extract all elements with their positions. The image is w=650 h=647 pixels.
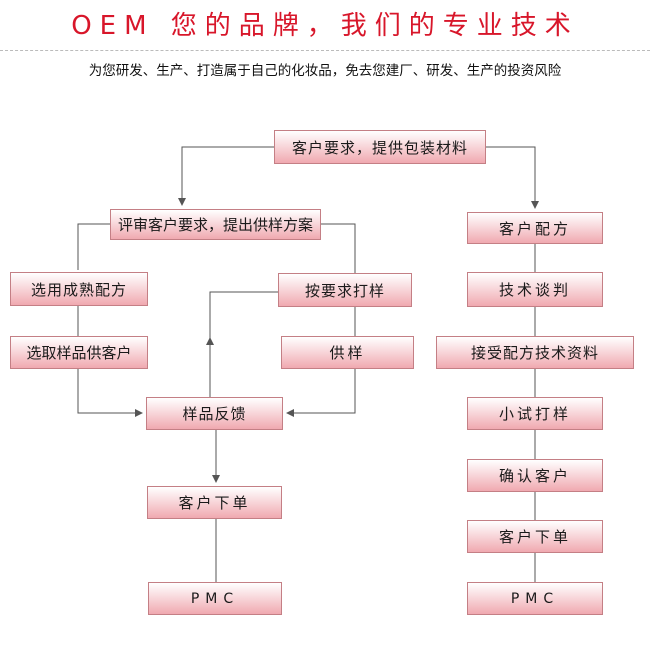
- connector-top-to-formula: [486, 146, 539, 209]
- node-sample-feedback: 样品反馈: [146, 397, 283, 430]
- connector-review-right: [321, 223, 356, 273]
- node-accept-formula-docs: 接受配方技术资料: [436, 336, 634, 369]
- title-divider: [0, 50, 650, 51]
- node-custom-sample: 按要求打样: [278, 273, 412, 307]
- node-select-sample: 选取样品供客户: [10, 336, 148, 369]
- node-mature-formula: 选用成熟配方: [10, 272, 148, 306]
- connector-top-to-review: [178, 146, 274, 206]
- node-review-requirements: 评审客户要求，提出供样方案: [110, 209, 321, 240]
- page-subtitle: 为您研发、生产、打造属于自己的化妆品，免去您建厂、研发、生产的投资风险: [88, 63, 562, 79]
- node-pmc-left: PMC: [148, 582, 282, 615]
- connector-select-to-feedback: [77, 369, 143, 417]
- node-pmc-right: PMC: [467, 582, 603, 615]
- connector-supply-to-feedback: [286, 369, 356, 417]
- node-order-left: 客户下单: [147, 486, 282, 519]
- node-order-right: 客户下单: [467, 520, 603, 553]
- node-tech-negotiation: 技术谈判: [467, 272, 603, 307]
- connector-review-left: [77, 223, 110, 270]
- node-customer-formula: 客户配方: [467, 212, 603, 244]
- node-trial-sample: 小试打样: [467, 397, 603, 430]
- connector-loop-to-custom: [209, 291, 278, 340]
- page-title: OEM 您的品牌，我们的专业技术: [71, 11, 579, 41]
- node-supply-sample: 供样: [281, 336, 414, 369]
- node-customer-requirements: 客户要求，提供包装材料: [274, 130, 486, 164]
- node-confirm-customer: 确认客户: [467, 459, 603, 492]
